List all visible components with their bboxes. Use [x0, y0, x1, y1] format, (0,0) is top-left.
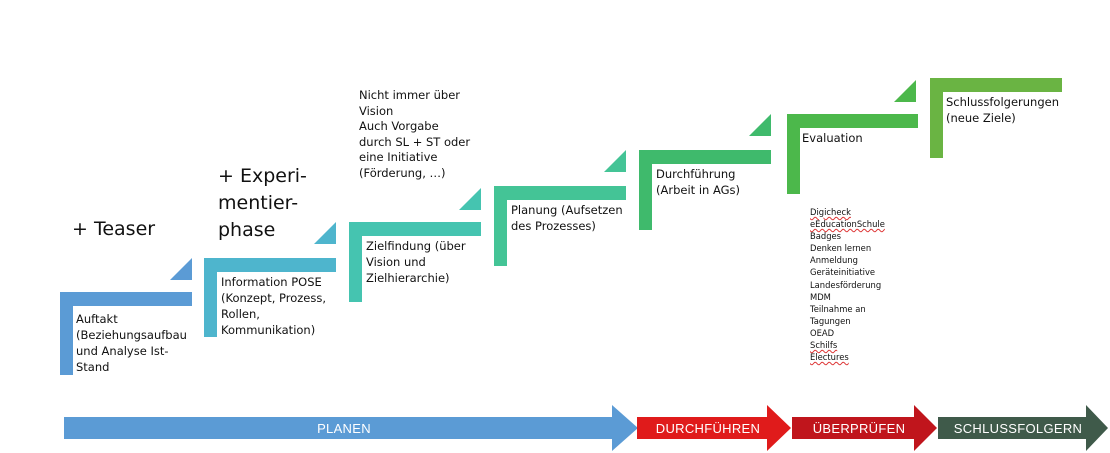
- phase-label-ueberpruefen: ÜBERPRÜFEN: [812, 420, 906, 436]
- teaser-note: + Teaser: [72, 218, 156, 240]
- step-4-triangle: [604, 150, 626, 172]
- step-2-triangle: [314, 222, 336, 244]
- phase-arrow-durchfuehren: [637, 405, 791, 451]
- phase-arrow-ueberpruefen: [792, 405, 937, 451]
- step-1-shape: [60, 258, 192, 375]
- evaluation-item: Geräteinitiative: [810, 267, 876, 278]
- step-2-shape: [204, 222, 336, 337]
- evaluation-item: MDM: [810, 291, 831, 302]
- evaluation-item: Anmeldung: [810, 255, 858, 266]
- step-3-shape: [349, 188, 481, 302]
- evaluation-item: Teilnahme an: [810, 303, 866, 314]
- evaluation-item: OEAD: [810, 327, 835, 338]
- phase-arrow-planen: [64, 405, 638, 451]
- step-3-band: [349, 222, 481, 302]
- step-7-label: Schlussfolgerungen (neue Ziele): [946, 95, 1060, 125]
- step-3-triangle: [459, 188, 481, 210]
- evaluation-item: Schilfs: [810, 340, 838, 351]
- evaluation-item: Tagungen: [810, 315, 851, 326]
- phase-arrow-schlussfolgern: [938, 405, 1108, 451]
- step-3-label: Zielfindung (über Vision und Zielhierarc…: [366, 239, 466, 285]
- experiment-phase-note: + Experi- mentier- phase: [218, 165, 307, 241]
- step-6-band: [787, 114, 918, 194]
- step-4-band: [494, 186, 626, 266]
- phase-label-schlussfolgern: SCHLUSSFOLGERN: [953, 420, 1083, 436]
- step-7-shape: [930, 78, 1062, 158]
- evaluation-item: Electures: [810, 352, 849, 363]
- step-5-triangle: [749, 114, 771, 136]
- vision-note: Nicht immer über Vision Auch Vorgabe dur…: [359, 88, 471, 180]
- evaluation-item: Digicheck: [810, 207, 851, 217]
- step-2-label: Information POSE (Konzept, Prozess, Roll…: [221, 275, 327, 337]
- evaluation-item: Badges: [810, 231, 842, 242]
- step-6-triangle: [894, 80, 916, 102]
- step-6-shape: [787, 80, 918, 194]
- step-2-band: [204, 258, 336, 337]
- phase-label-durchfuehren: DURCHFÜHREN: [655, 420, 761, 436]
- step-5-band: [639, 150, 771, 230]
- evaluation-item-list: Digicheck eEducationSchule Badges Denken…: [810, 206, 885, 363]
- step-1-triangle: [170, 258, 192, 280]
- step-5-label: Durchführung (Arbeit in AGs): [656, 167, 741, 197]
- step-1-band: [60, 292, 192, 375]
- step-4-label: Planung (Aufsetzen des Prozesses): [511, 203, 623, 233]
- phase-label-planen: PLANEN: [317, 420, 371, 436]
- step-4-shape: [494, 150, 626, 266]
- evaluation-item: Denken lernen: [810, 243, 872, 254]
- step-1-label: Auftakt (Beziehungsaufbau und Analyse Is…: [76, 312, 187, 374]
- step-6-label: Evaluation: [802, 131, 863, 145]
- step-5-shape: [639, 114, 771, 230]
- step-7-band: [930, 78, 1062, 158]
- evaluation-item: Landesförderung: [810, 279, 882, 290]
- evaluation-item: eEducationSchule: [810, 219, 885, 230]
